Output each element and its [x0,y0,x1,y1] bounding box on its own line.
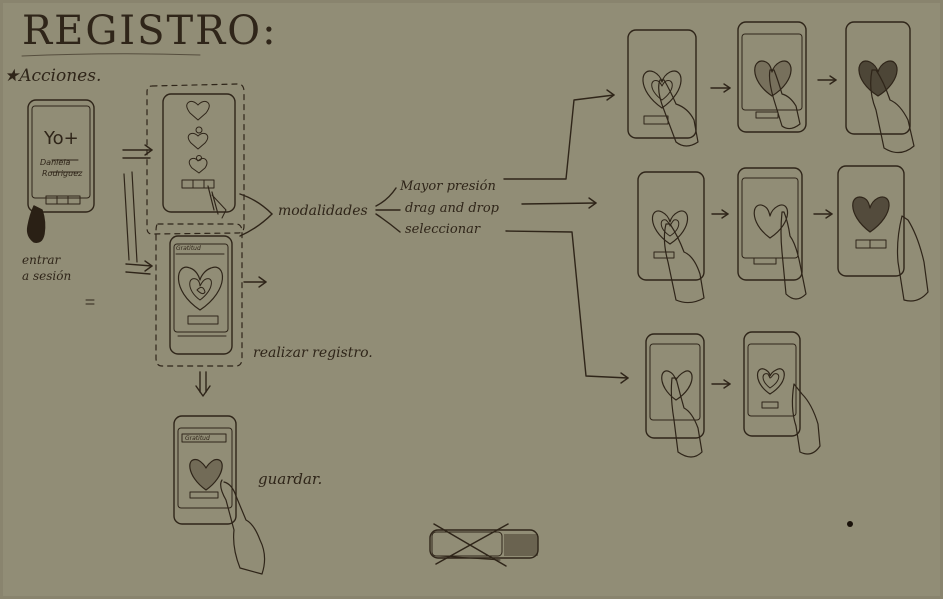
user-name-line2: Rodriguez [42,169,82,178]
phone-header-register: Gratitud [176,245,201,252]
app-logo: Yo+ [44,128,79,149]
modalidades-label: modalidades [278,203,368,219]
entrar-label: entrar a sesión [22,252,71,284]
guardar-label: guardar. [258,470,322,488]
option-mayor-presion: Mayor presión [400,179,496,194]
option-seleccionar: seleccionar [405,222,480,237]
page-title: REGISTRO: [22,8,278,54]
entrar-line1: entrar [22,252,71,268]
option-drag-and-drop: drag and drop [405,201,499,216]
user-name-line1: Daniela [40,158,70,167]
realizar-registro-label: realizar registro. [253,345,373,361]
section-acciones-label: ★Acciones. [4,66,101,86]
entrar-line2: a sesión [22,268,71,284]
phone-header-save: Gratitud [185,435,210,442]
